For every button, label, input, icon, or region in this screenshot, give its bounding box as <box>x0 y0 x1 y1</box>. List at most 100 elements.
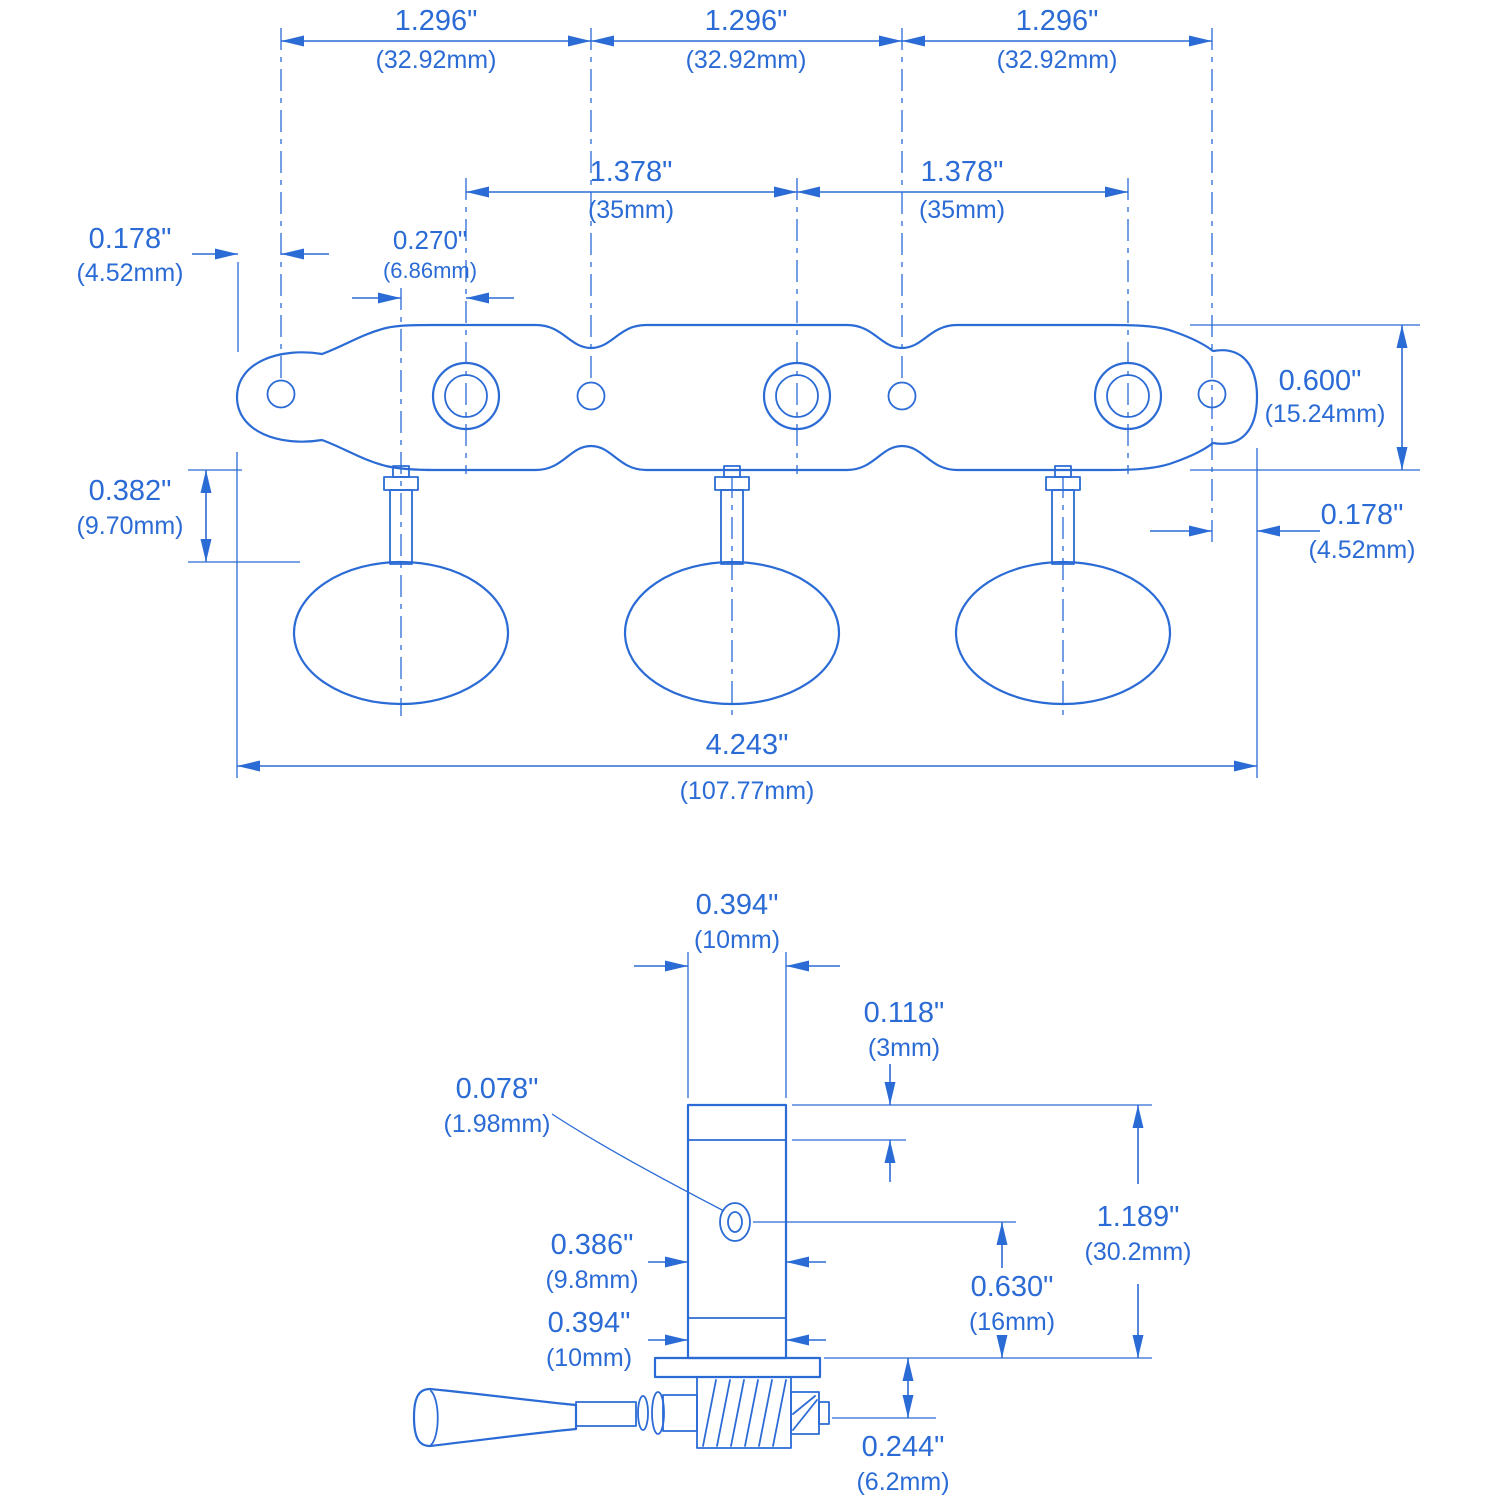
post-bores <box>431 361 1163 431</box>
plate-top-view: 1.296" (32.92mm) 1.296" (32.92mm) 1.296"… <box>77 5 1420 805</box>
dim-hole-to-base-mm: (16mm) <box>969 1308 1055 1336</box>
screw-tip <box>818 1401 830 1425</box>
post-bore-1-outer <box>431 361 501 431</box>
dim-post-spacing-2: 1.378" (35mm) <box>797 156 1128 224</box>
dim-cap-height-mm: (3mm) <box>868 1034 940 1062</box>
post-bore-1-inner <box>444 374 488 418</box>
dim-hole-spacing-3-mm: (32.92mm) <box>997 46 1118 74</box>
dim-end-offset-left: 0.178" (4.52mm) <box>77 223 329 352</box>
dim-post-spacing-1-inches: 1.378" <box>590 156 673 188</box>
tuner-button-assembly-1 <box>292 465 510 706</box>
dim-gear-depth-mm: (6.2mm) <box>856 1468 949 1496</box>
dim-post-spacing-2-inches: 1.378" <box>921 156 1004 188</box>
worm-gear-assembly <box>412 1376 830 1449</box>
bushing-ring <box>637 1395 649 1431</box>
dim-overall-length-mm: (107.77mm) <box>680 777 815 805</box>
dim-string-hole-inches: 0.078" <box>456 1073 539 1105</box>
dim-button-offset: 0.270" (6.86mm) <box>352 225 514 304</box>
string-hole-inner <box>727 1211 743 1233</box>
button-shaft <box>720 489 744 565</box>
dim-hole-spacing-1-mm: (32.92mm) <box>376 46 497 74</box>
dim-end-offset-left-mm: (4.52mm) <box>77 259 184 287</box>
dim-body-width-inches: 0.386" <box>551 1229 634 1261</box>
dim-button-clearance-inches: 0.382" <box>89 475 172 507</box>
dim-overall-length: 4.243" (107.77mm) <box>236 452 1257 805</box>
mount-hole-mid-2 <box>887 381 917 411</box>
dim-string-hole: 0.078" (1.98mm) <box>444 1073 725 1212</box>
button-neck <box>575 1401 637 1427</box>
dim-body-width-mm: (9.8mm) <box>545 1266 638 1294</box>
tuner-button <box>954 560 1172 706</box>
mount-hole-left <box>266 379 296 409</box>
dim-overall-length-inches: 4.243" <box>706 729 789 761</box>
dim-post-height-inches: 1.189" <box>1097 1201 1180 1233</box>
post-side-view: 0.394" (10mm) 0.118" (3mm) 0.078" (1.98m… <box>412 889 1192 1496</box>
dim-body-width: 0.386" (9.8mm) <box>545 1229 826 1294</box>
dim-button-clearance-mm: (9.70mm) <box>77 512 184 540</box>
tuner-button <box>292 560 510 706</box>
bushing-ring <box>651 1391 665 1435</box>
tuner-button <box>623 560 841 706</box>
dim-plate-height-inches: 0.600" <box>1279 365 1362 397</box>
mount-holes <box>266 379 1227 411</box>
worm-housing <box>696 1376 792 1449</box>
worm-thread-line <box>744 1379 759 1447</box>
dim-post-height: 1.189" (30.2mm) <box>1085 1105 1192 1358</box>
dim-hole-spacing-1-inches: 1.296" <box>395 5 478 37</box>
dim-post-spacing-2-mm: (35mm) <box>919 196 1005 224</box>
mount-hole-right <box>1197 379 1227 409</box>
bearing-tab <box>1054 465 1072 478</box>
worm-thread-line <box>730 1379 745 1447</box>
screw-hatch-line <box>792 1399 818 1431</box>
dim-plate-height-mm: (15.24mm) <box>1265 400 1386 428</box>
reference-lines <box>280 28 1213 716</box>
worm-thread-line <box>758 1379 773 1447</box>
dim-hole-spacing-2-mm: (32.92mm) <box>686 46 807 74</box>
dim-post-spacing-1: 1.378" (35mm) <box>466 156 797 224</box>
worm-thread-line <box>702 1379 717 1447</box>
dim-hole-to-base-inches: 0.630" <box>971 1271 1054 1303</box>
post-bore-3-inner <box>1106 374 1150 418</box>
dim-cap-height: 0.118" (3mm) <box>864 997 944 1182</box>
dim-end-offset-right-inches: 0.178" <box>1321 499 1404 531</box>
dim-button-offset-inches: 0.270" <box>393 225 467 255</box>
dim-plate-height: 0.600" (15.24mm) <box>1190 324 1420 471</box>
leader-line <box>551 1113 725 1212</box>
dim-hole-spacing-3: 1.296" (32.92mm) <box>902 5 1212 74</box>
dim-hole-spacing-3-inches: 1.296" <box>1016 5 1099 37</box>
dim-post-spacing-1-mm: (35mm) <box>588 196 674 224</box>
bearing-tab <box>723 465 741 478</box>
dim-gear-depth: 0.244" (6.2mm) <box>856 1358 950 1496</box>
dim-hole-to-base: 0.630" (16mm) <box>969 1222 1055 1358</box>
dim-base-width-inches: 0.394" <box>548 1307 631 1339</box>
plate-outline <box>235 323 1259 472</box>
button-handle <box>412 1387 578 1448</box>
string-hole-outer <box>719 1202 751 1242</box>
tuner-button-assembly-2 <box>623 465 841 706</box>
button-shaft <box>389 489 413 565</box>
dim-end-offset-left-inches: 0.178" <box>89 223 172 255</box>
dim-post-height-mm: (30.2mm) <box>1085 1238 1192 1266</box>
dim-post-top-width-mm: (10mm) <box>694 926 780 954</box>
dim-hole-spacing-1: 1.296" (32.92mm) <box>281 5 591 74</box>
dim-hole-spacing-2: 1.296" (32.92mm) <box>591 5 902 74</box>
dim-post-top-width: 0.394" (10mm) <box>634 889 840 972</box>
worm-thread-line <box>772 1379 787 1447</box>
string-post <box>686 1103 788 1360</box>
dim-hole-spacing-2-inches: 1.296" <box>705 5 788 37</box>
tuner-button-assembly-3 <box>954 465 1172 706</box>
dim-base-width: 0.394" (10mm) <box>546 1307 826 1372</box>
dim-button-clearance: 0.382" (9.70mm) <box>77 469 300 563</box>
dim-post-top-width-inches: 0.394" <box>696 889 779 921</box>
dim-gear-depth-inches: 0.244" <box>862 1431 945 1463</box>
shaft-bushing <box>662 1394 698 1432</box>
post-bore-2-outer <box>762 361 832 431</box>
screw-hatch-line <box>792 1395 816 1415</box>
dim-base-width-mm: (10mm) <box>546 1344 632 1372</box>
button-shaft <box>1051 489 1075 565</box>
post-bore-3-outer <box>1093 361 1163 431</box>
plate-cross-section <box>653 1356 822 1379</box>
dim-string-hole-mm: (1.98mm) <box>444 1110 551 1138</box>
